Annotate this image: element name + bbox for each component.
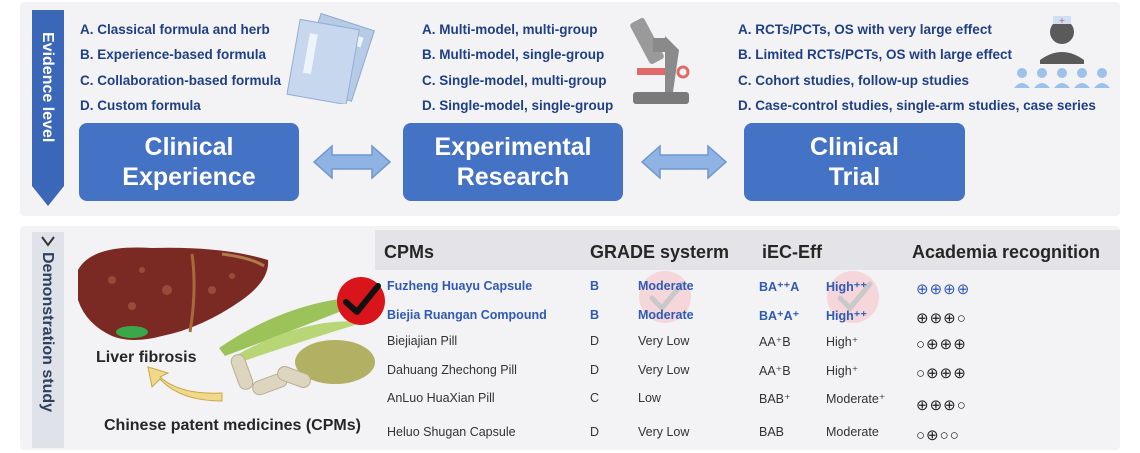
- demonstration-study-label: Demonstration study: [39, 252, 56, 413]
- experimental-research-title-line2: Research: [456, 163, 570, 191]
- demonstration-study-banner: Demonstration study: [32, 232, 64, 448]
- liver-fibrosis-label: Liver fibrosis: [96, 349, 197, 366]
- criterion-item: A. Classical formula and herb: [80, 22, 270, 37]
- evidence-level-label: Evidence level: [39, 32, 56, 143]
- grade-level: Very Low: [638, 425, 690, 439]
- header-cpms: CPMs: [384, 242, 435, 262]
- iec-level: Moderate: [826, 425, 879, 439]
- herbal-medicine-illustration: [219, 296, 379, 396]
- iec-level: Moderate⁺: [826, 392, 886, 406]
- iec-code: AA⁺B: [759, 364, 791, 378]
- experimental-research-title-line1: Experimental: [434, 133, 592, 161]
- double-arrow-icon: [640, 144, 728, 180]
- criterion-item: D. Case-control studies, single-arm stud…: [738, 97, 1096, 113]
- cpm-name: Biejiajian Pill: [387, 334, 458, 348]
- experimental-research-criteria: A. Multi-model, multi-group B. Multi-mod…: [422, 17, 613, 118]
- iec-code: BAB: [759, 425, 785, 439]
- grade-letter: B: [590, 308, 600, 322]
- academia-rating: ⊕⊕⊕○: [916, 310, 967, 327]
- doctor-patients-icon: +: [1014, 16, 1110, 88]
- cpm-name: Dahuang Zhechong Pill: [387, 363, 517, 377]
- academia-rating: ○⊕⊕⊕: [916, 365, 967, 382]
- cpm-name: Heluo Shugan Capsule: [387, 425, 516, 439]
- table-header-band: [375, 230, 1120, 270]
- evidence-level-banner: Evidence level: [32, 10, 64, 206]
- cpm-name: AnLuo HuaXian Pill: [387, 391, 495, 405]
- header-grade: GRADE systerm: [590, 242, 730, 262]
- iec-level: High⁺: [826, 335, 859, 349]
- grade-letter: C: [590, 391, 600, 405]
- checkmark-icon: [337, 277, 385, 325]
- criterion-item: B. Experience-based formula: [80, 47, 267, 63]
- chevron-down-icon: [41, 236, 55, 247]
- iec-code: BAB⁺: [759, 392, 791, 406]
- academia-rating: ⊕⊕⊕○: [916, 397, 967, 414]
- header-iec: iEC-Eff: [762, 242, 822, 262]
- clinical-experience-title-line1: Clinical: [144, 133, 234, 161]
- criterion-item: C. Single-model, multi-group: [422, 72, 607, 88]
- banner-arrow-shape: [32, 10, 64, 206]
- grade-level: Moderate: [638, 279, 694, 293]
- academia-rating: ○⊕⊕⊕: [916, 336, 967, 353]
- grade-letter: D: [590, 334, 600, 348]
- iec-code: AA⁺B: [759, 335, 791, 349]
- criterion-item: B. Multi-model, single-group: [422, 47, 605, 63]
- cpm-label: Chinese patent medicines (CPMs): [104, 417, 361, 434]
- checkmark-icon: [639, 271, 691, 323]
- academia-rating: ⊕⊕⊕⊕: [916, 281, 971, 298]
- criterion-item: D. Custom formula: [80, 97, 201, 113]
- clinical-trial-criteria: A. RCTs/PCTs, OS with very large effect …: [738, 17, 1096, 118]
- clinical-experience-criteria: A. Classical formula and herb B. Experie…: [80, 17, 281, 118]
- formula-document-icon: [286, 12, 375, 104]
- criterion-item: A. RCTs/PCTs, OS with very large effect: [738, 22, 992, 37]
- clinical-experience-title-line2: Experience: [122, 163, 256, 191]
- curved-arrow-icon: [147, 366, 223, 402]
- checkmark-icon: [827, 271, 879, 323]
- criterion-item: C. Cohort studies, follow-up studies: [738, 72, 969, 88]
- svg-text:+: +: [1059, 16, 1066, 25]
- double-arrow-icon: [312, 144, 392, 180]
- iec-level: High⁺⁺: [826, 280, 867, 294]
- iec-code: BA⁺A⁺: [759, 309, 800, 323]
- header-academia: Academia recognition: [912, 242, 1101, 262]
- criterion-item: B. Limited RCTs/PCTs, OS with large effe…: [738, 47, 1013, 63]
- academia-rating: ○⊕○○: [916, 427, 960, 444]
- grade-level: Moderate: [638, 308, 694, 322]
- grade-letter: D: [590, 425, 600, 439]
- criterion-item: A. Multi-model, multi-group: [422, 22, 598, 37]
- criterion-item: D. Single-model, single-group: [422, 97, 614, 113]
- clinical-trial-title-line1: Clinical: [810, 133, 899, 161]
- grade-level: Very Low: [638, 334, 690, 348]
- experimental-research-box: Experimental Research: [403, 123, 623, 201]
- criterion-item: C. Collaboration-based formula: [80, 72, 282, 88]
- grade-letter: D: [590, 363, 600, 377]
- iec-code: BA⁺⁺A: [759, 280, 800, 294]
- iec-level: High⁺: [826, 364, 859, 378]
- grade-letter: B: [590, 279, 600, 293]
- clinical-trial-title-line2: Trial: [828, 163, 881, 191]
- clinical-trial-box: Clinical Trial: [744, 123, 965, 201]
- clinical-experience-box: Clinical Experience: [79, 123, 299, 201]
- iec-level: High⁺⁺: [826, 309, 867, 323]
- grade-level: Very Low: [638, 363, 690, 377]
- grade-level: Low: [638, 391, 661, 405]
- microscope-icon: [630, 17, 690, 104]
- cpm-name: Biejia Ruangan Compound: [387, 308, 547, 322]
- liver-illustration: [78, 247, 269, 340]
- cpm-name: Fuzheng Huayu Capsule: [387, 279, 533, 293]
